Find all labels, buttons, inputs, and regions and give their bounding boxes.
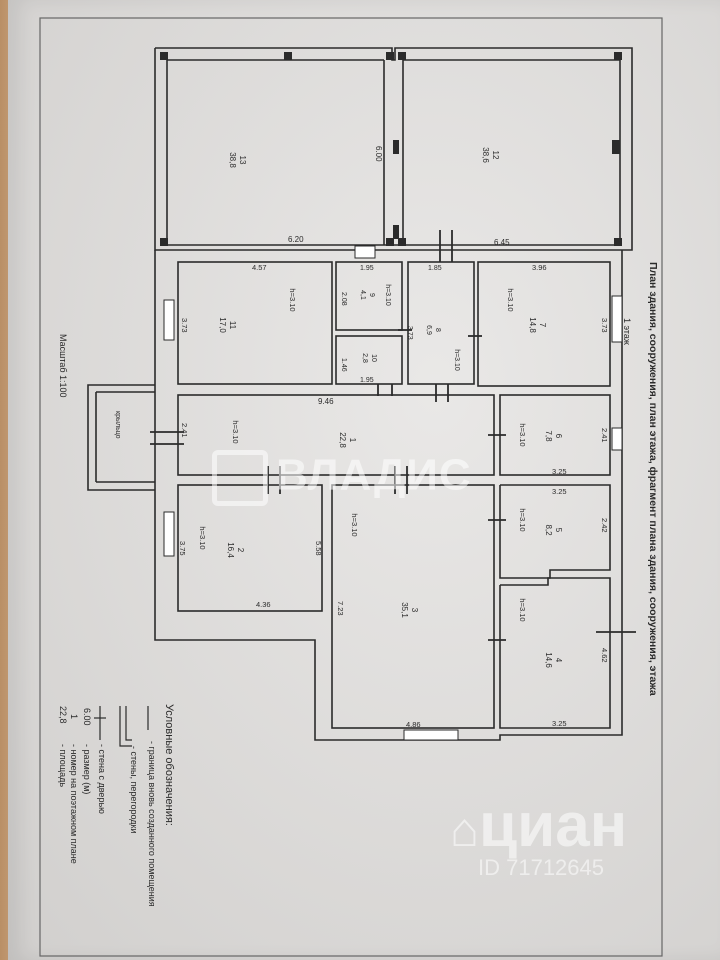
room-8-height: h=3.10 [453,349,460,371]
dim-label: 6.00 [374,146,383,162]
room-6-height: h=3.10 [518,423,527,446]
room-10-num: 10 [370,354,377,362]
room-2-area: 16,4 [226,542,235,558]
room-5-height: h=3.10 [518,508,527,531]
legend-item-1: - стены, перегородки [129,746,139,833]
room-11-height: h=3.10 [288,288,297,311]
legend-symbol-3: 6.00 [82,708,92,726]
columns [160,52,622,246]
porch-label: крыльцо [114,411,121,439]
legend-symbol-5: 22,8 [58,706,68,724]
dim-label: 1.95 [360,265,374,272]
cian-watermark-text: циан [479,791,628,860]
room-13-area: 38,8 [228,152,237,168]
room-9-height: h=3.10 [384,284,391,306]
room-10-area: 2,8 [361,353,368,363]
dim-label: 5.58 [314,541,323,556]
legend-item-3: - размер (м) [82,744,92,794]
room-13-num: 13 [238,156,247,165]
dim-label: 3.73 [406,326,413,340]
paper-sheet [8,0,720,960]
room-12-num: 12 [491,151,500,160]
room-9-num: 9 [368,293,375,297]
dim-label: 6.45 [494,238,510,247]
room-5-area: 8,2 [544,524,553,536]
dim-label: 4.36 [256,600,271,609]
dim-label: 3.73 [600,318,609,333]
dim-label: 9.46 [318,397,334,406]
room-12-area: 38,6 [481,147,490,163]
room-7-height: h=3.10 [506,288,515,311]
cian-logo-icon: ⌂ [450,804,479,857]
dim-label: 2.41 [600,428,609,443]
dim-label: 3.25 [552,467,567,476]
dim-label: 1.46 [340,358,347,372]
dim-label: 1.85 [428,265,442,272]
room-3-area: 35,1 [400,602,409,618]
windows [163,245,623,741]
room-4-height: h=3.10 [518,598,527,621]
dim-label: 2.41 [180,423,189,438]
scale-label: Масштаб 1:100 [58,334,68,398]
dim-label: 3.25 [552,487,567,496]
legend-item-4: - номер на поэтажном плане [69,744,79,864]
room-4-area: 14,6 [544,652,553,668]
dim-label: 7.23 [336,601,345,616]
room-11-area: 17,0 [218,317,227,333]
room-4-num: 4 [554,658,563,663]
dim-label: 4.86 [406,720,421,729]
room-3-height: h=3.10 [350,513,359,536]
cian-watermark: ⌂циан [450,790,627,861]
page-frame [39,17,663,957]
room-7-num: 7 [538,323,547,328]
brand-watermark-text: ВЛАДИС [276,450,472,500]
doors [150,230,636,641]
room-6-num: 6 [554,434,563,439]
legend-item-2: - стена с дверью [97,744,107,814]
room-8-num: 8 [434,328,441,332]
room-1-num: 1 [348,438,357,443]
dim-label: 1.95 [360,377,374,384]
walls [87,47,633,741]
room-7-area: 14,8 [528,317,537,333]
legend-symbol-4: 1 [69,714,79,719]
dim-label: 2.08 [340,292,347,306]
dim-label: 3.73 [180,318,189,333]
dim-label: 4.57 [252,263,267,272]
room-11-num: 11 [228,321,237,330]
room-9-area: 4,1 [359,290,366,300]
plan-title: План здания, сооружения, план этажа, фра… [647,262,659,696]
room-1-height: h=3.10 [231,420,240,443]
dim-label: 3.75 [178,541,187,556]
room-6-area: 7,8 [544,430,553,442]
room-2-height: h=3.10 [198,526,207,549]
dim-label: 6.20 [288,235,304,244]
cian-id-watermark: ID 71712645 [478,855,604,880]
brand-logo-icon [212,450,268,506]
legend-title: Условные обозначения: [163,704,175,826]
dim-label: 3.96 [532,263,547,272]
legend-item-5: - площадь [58,744,68,787]
floor-label: 1 этаж [622,318,632,345]
dim-label: 2.42 [600,518,609,533]
room-8-area: 6,9 [425,325,432,335]
legend-symbols [94,706,149,747]
room-1-area: 22,8 [338,432,347,448]
room-2-num: 2 [236,548,245,553]
legend-item-0: - граница вновь созданного помещения [147,741,157,907]
dim-label: 4.62 [600,648,609,663]
dim-label: 3.25 [552,719,567,728]
room-3-num: 3 [410,608,419,613]
brand-watermark: ВЛАДИС [212,450,472,506]
room-5-num: 5 [554,528,563,533]
